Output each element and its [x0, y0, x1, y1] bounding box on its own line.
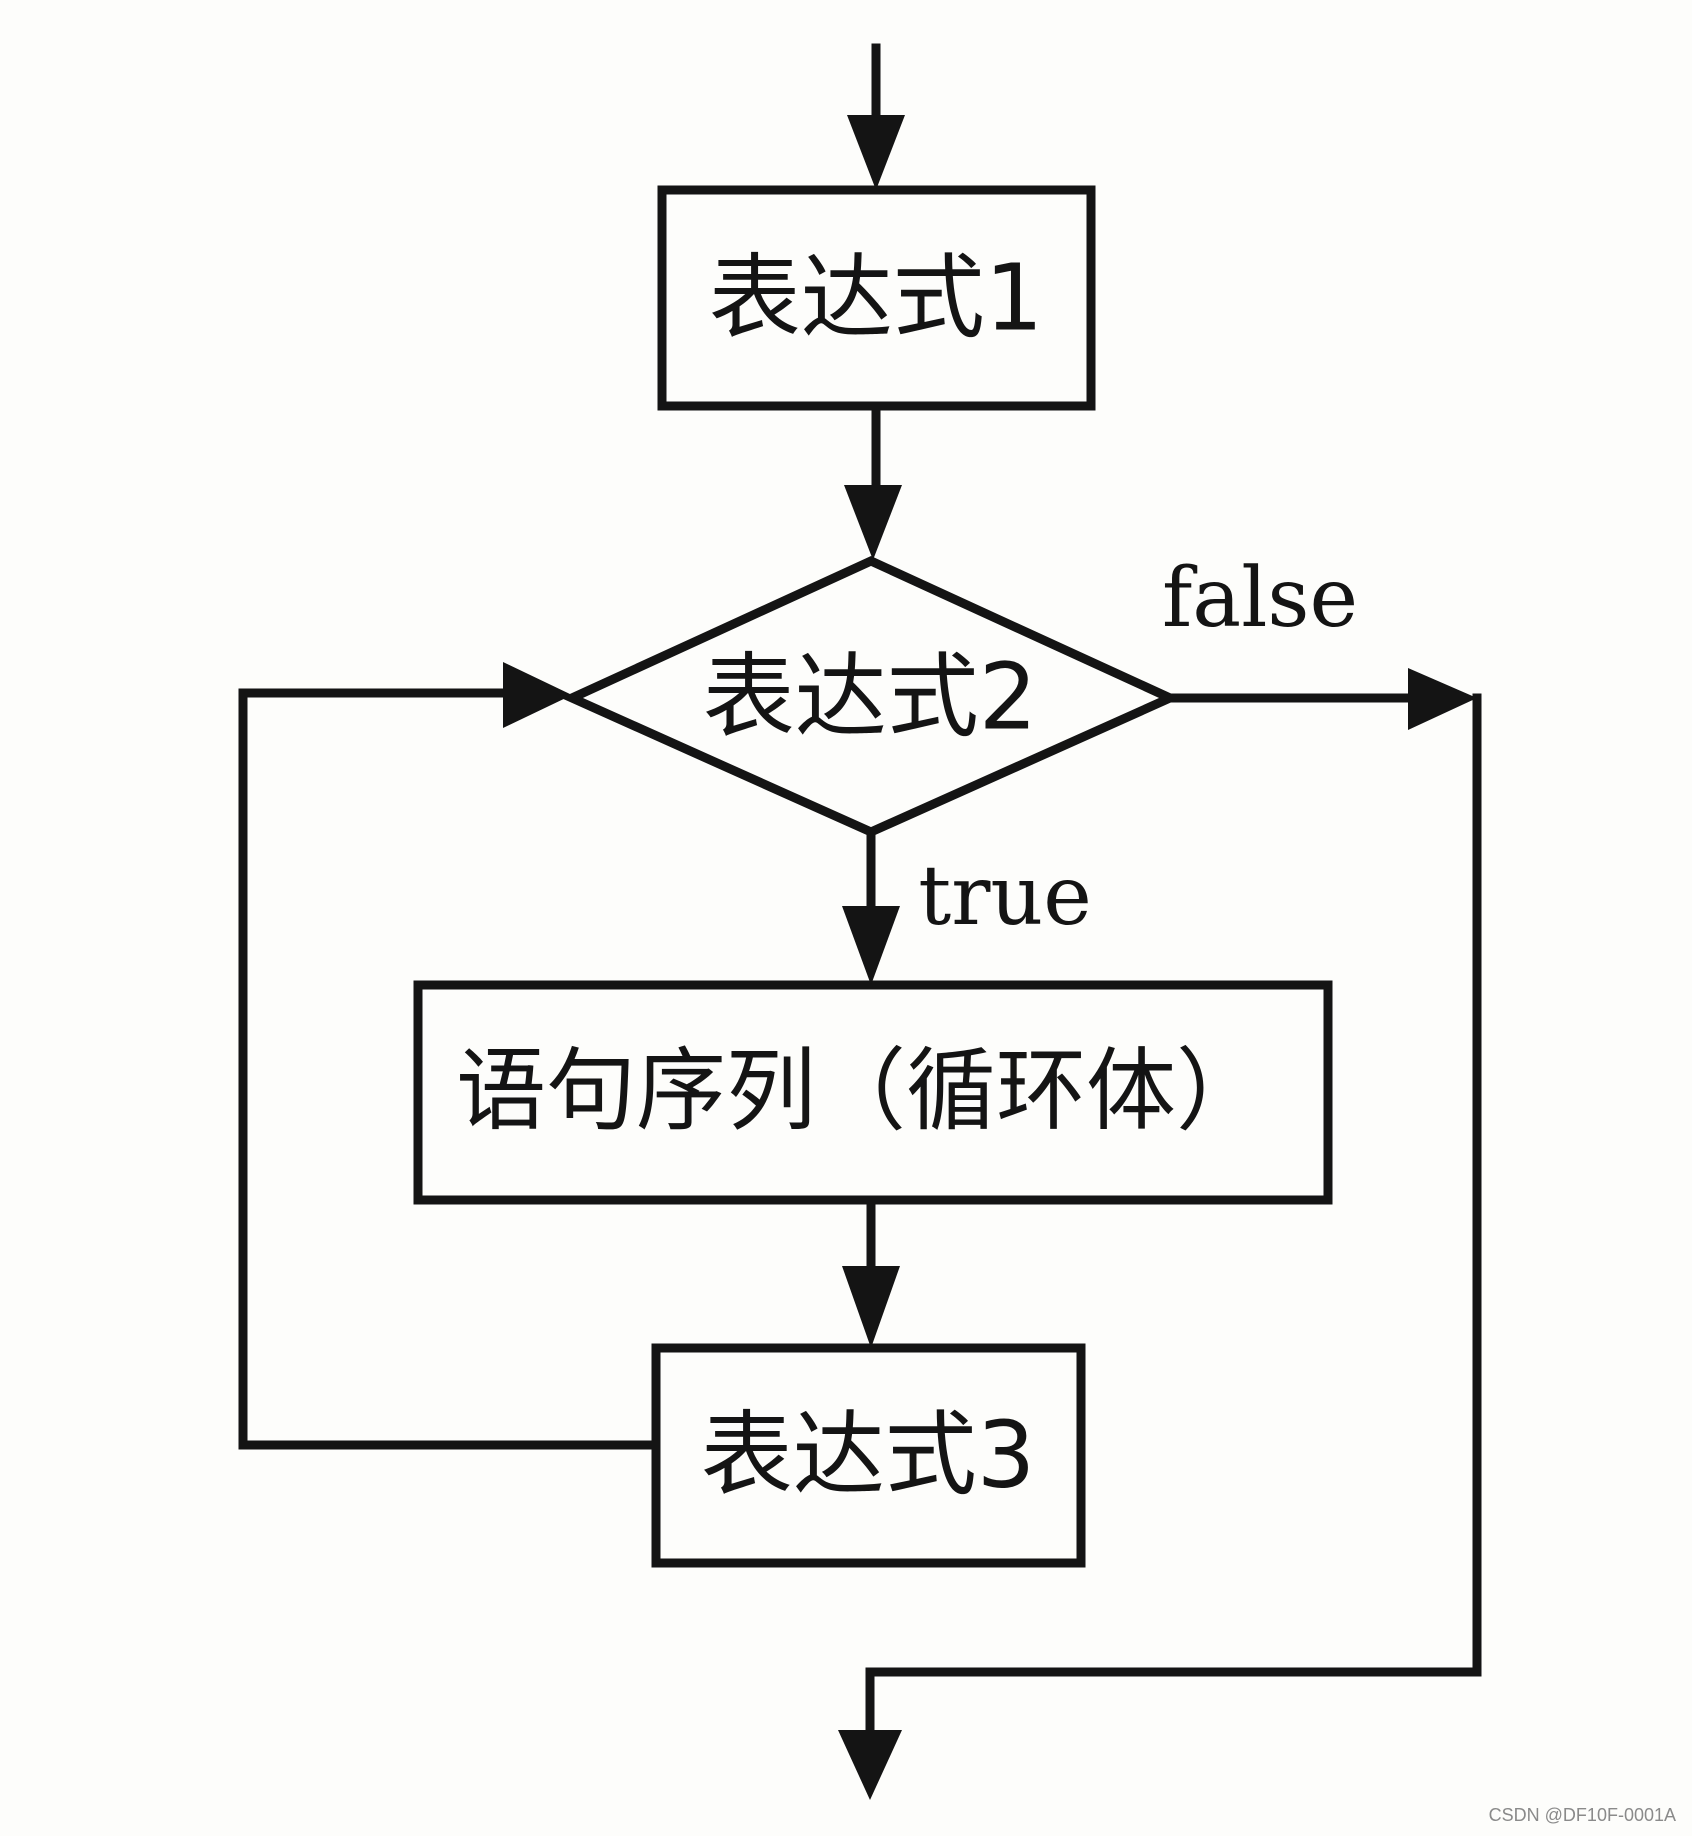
- body-label: 语句序列（循环体）: [456, 1039, 1266, 1144]
- arrowhead-into-body: [842, 906, 900, 985]
- false-label: false: [1162, 551, 1358, 646]
- false-exit-line: [865, 693, 1482, 1740]
- expr3-label: 表达式3: [701, 1402, 1036, 1509]
- watermark: CSDN @DF10F-0001A: [1488, 1805, 1676, 1825]
- arrowhead-loop-back: [503, 662, 572, 728]
- expr1-label: 表达式1: [709, 245, 1044, 352]
- arrowhead-into-expr2: [844, 485, 902, 560]
- expr3-box: [651, 1343, 1086, 1568]
- loop-back-line: [238, 688, 661, 1450]
- true-label: true: [918, 849, 1092, 944]
- arrowhead-exit: [838, 1730, 902, 1800]
- arrowhead-false: [1408, 668, 1477, 730]
- expr2-label: 表达式2: [703, 644, 1038, 751]
- arrowhead-into-expr3: [842, 1266, 900, 1348]
- arrowhead-into-expr1: [847, 115, 905, 190]
